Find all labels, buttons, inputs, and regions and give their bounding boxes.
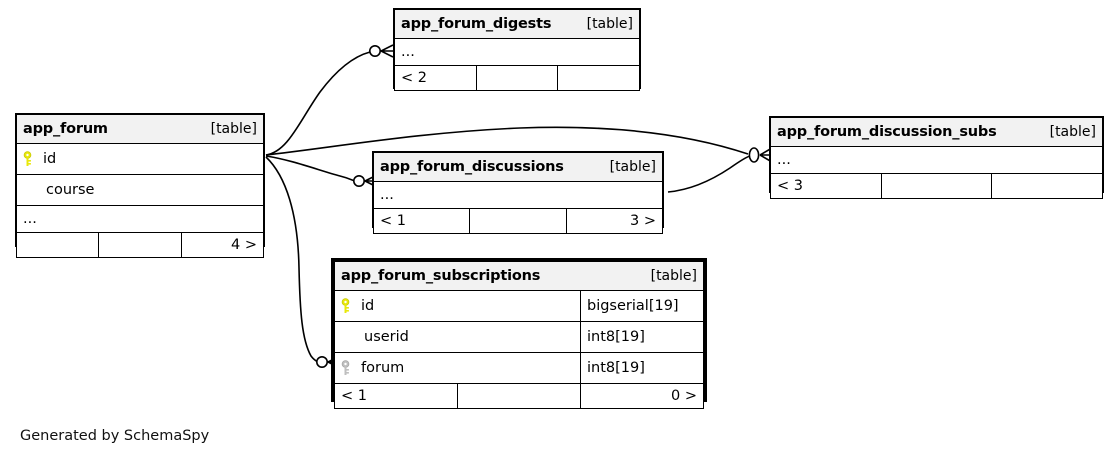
footer-middle	[880, 173, 993, 199]
footer-right-child-count: 4 >	[180, 232, 265, 258]
table-footer-row: < 1 3 >	[372, 208, 664, 234]
table-app-forum[interactable]: app_forum [table]	[15, 113, 265, 258]
footer-right-child-count: 3 >	[565, 208, 664, 234]
column-name-forum: forum	[361, 359, 405, 376]
table-name-app-forum: app_forum	[23, 120, 108, 137]
table-tag: [table]	[210, 121, 257, 137]
footer-right-child-count: 0 >	[580, 383, 704, 409]
table-header-row: app_forum_subscriptions [table]	[334, 261, 704, 291]
more-columns-row: ...	[373, 181, 663, 209]
table-app-forum-digests[interactable]: app_forum_digests [table] ... < 2	[393, 8, 641, 91]
edge-endpoint-digests	[368, 44, 394, 58]
generated-by-label: Generated by SchemaSpy	[20, 428, 210, 444]
footer-left-parent-count: < 2	[394, 65, 477, 91]
primary-key-icon	[341, 298, 354, 314]
column-type-forum: int8[19]	[580, 352, 704, 384]
column-row-id[interactable]: id bigserial[19]	[334, 290, 704, 322]
table-tag: [table]	[650, 268, 697, 284]
column-row-id[interactable]: id	[16, 143, 264, 175]
table-tag: [table]	[1049, 124, 1096, 140]
edge-discussions-to-discussion-subs	[667, 155, 751, 193]
table-header-row: app_forum_discussion_subs [table]	[770, 117, 1103, 147]
column-row-userid[interactable]: userid int8[19]	[334, 321, 704, 353]
more-columns-row: ...	[770, 146, 1103, 174]
edge-app-forum-to-discussions	[265, 155, 356, 182]
column-name-userid: userid	[364, 328, 409, 345]
footer-middle	[98, 232, 182, 258]
table-app-forum-discussion-subs[interactable]: app_forum_discussion_subs [table] ... < …	[769, 116, 1104, 199]
table-name-app-forum-digests: app_forum_digests	[401, 15, 552, 32]
table-footer-row: < 1 0 >	[334, 383, 704, 409]
more-columns-row: ...	[16, 205, 264, 233]
table-name-app-forum-discussion-subs: app_forum_discussion_subs	[777, 123, 997, 140]
table-tag: [table]	[586, 16, 633, 32]
column-name-id: id	[361, 297, 375, 314]
table-header-row: app_forum_discussions [table]	[373, 152, 663, 182]
column-name-id: id	[43, 150, 57, 167]
primary-key-icon	[23, 151, 36, 167]
footer-left-parent-count: < 3	[770, 173, 882, 199]
column-row-forum[interactable]: forum int8[19]	[334, 352, 704, 384]
edge-app-forum-to-subscriptions	[265, 156, 319, 363]
ellipsis-label: ...	[770, 146, 1103, 174]
table-app-forum-subscriptions[interactable]: app_forum_subscriptions [table]	[331, 258, 707, 409]
table-app-forum-discussions[interactable]: app_forum_discussions [table] ... < 1 3 …	[372, 151, 664, 234]
table-tag: [table]	[609, 159, 656, 175]
table-footer-row: < 3	[770, 173, 1103, 199]
footer-middle	[475, 65, 559, 91]
column-type-userid: int8[19]	[580, 321, 704, 353]
table-footer-row: < 2	[394, 65, 640, 91]
footer-middle	[469, 208, 567, 234]
ellipsis-label: ...	[16, 205, 264, 233]
table-footer-row: 4 >	[15, 232, 265, 258]
table-name-app-forum-subscriptions: app_forum_subscriptions	[341, 267, 541, 284]
ellipsis-label: ...	[373, 181, 663, 209]
footer-right	[991, 173, 1103, 199]
more-columns-row: ...	[394, 38, 640, 66]
edge-app-forum-to-digests	[265, 51, 371, 156]
column-type-id: bigserial[19]	[580, 290, 704, 322]
footer-left	[15, 232, 100, 258]
footer-middle	[457, 383, 581, 409]
footer-left-parent-count: < 1	[334, 383, 458, 409]
column-row-course[interactable]: course	[16, 174, 264, 206]
ellipsis-label: ...	[394, 38, 640, 66]
table-header-row: app_forum [table]	[16, 114, 264, 144]
footer-right	[557, 65, 640, 91]
table-header-row: app_forum_digests [table]	[394, 9, 640, 39]
foreign-key-icon	[341, 360, 354, 376]
column-name-course: course	[46, 181, 95, 198]
footer-left-parent-count: < 1	[372, 208, 471, 234]
table-name-app-forum-discussions: app_forum_discussions	[380, 158, 564, 175]
